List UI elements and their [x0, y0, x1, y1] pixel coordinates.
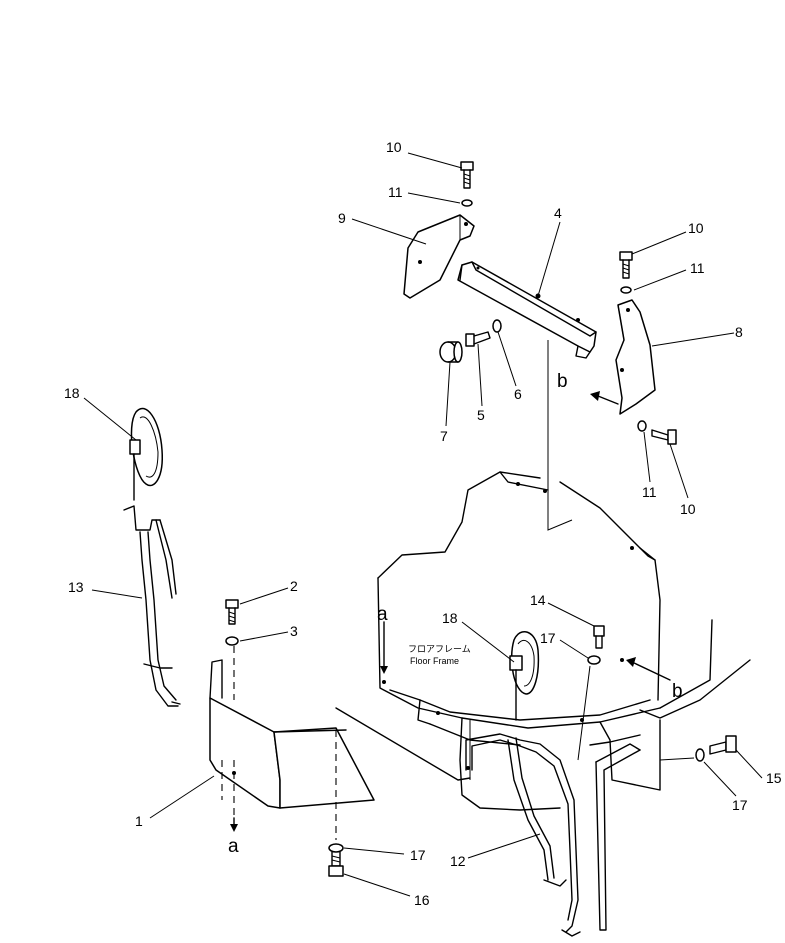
washer-3 — [225, 636, 239, 646]
callout-2: 2 — [290, 578, 298, 594]
callout-4: 4 — [554, 205, 562, 221]
callout-10: 10 — [688, 220, 704, 236]
callout-17: 17 — [732, 797, 748, 813]
callout-11: 11 — [690, 260, 705, 276]
callout-3: 3 — [290, 623, 298, 639]
washer-17-bottom — [328, 843, 344, 853]
plate-8 — [615, 299, 656, 415]
callout-14: 14 — [530, 592, 546, 608]
arrow-b-left-shaft — [597, 395, 619, 405]
callout-11: 11 — [642, 484, 657, 500]
callout-7: 7 — [440, 428, 448, 444]
callout-16: 16 — [414, 892, 430, 908]
plate-9 — [403, 214, 475, 299]
arrow-a-bottom-head — [230, 824, 238, 832]
arrow-label-a: a — [377, 604, 388, 625]
plug-7 — [439, 341, 463, 363]
callout-17: 17 — [410, 847, 426, 863]
callout-1: 1 — [135, 813, 143, 829]
callout-5: 5 — [477, 407, 485, 423]
bolt-10-right — [619, 251, 633, 279]
guide-line-14 — [577, 665, 591, 761]
floor-frame: フロアフレーム Floor Frame — [377, 471, 751, 811]
arrow-a-top-head — [380, 666, 388, 674]
mirror-18-center — [509, 630, 540, 721]
washer-17-center — [587, 655, 601, 665]
callout-6: 6 — [514, 386, 522, 402]
guide-line-15 — [659, 757, 695, 761]
washer-11-right — [620, 286, 632, 294]
stay-bracket-right — [595, 743, 641, 931]
stay-12 — [465, 733, 581, 937]
arrow-b-right-head — [626, 657, 636, 667]
mirror-18-left — [129, 407, 163, 501]
cover-1 — [209, 659, 471, 809]
arrow-label-b: b — [672, 681, 683, 702]
arrow-letters: a a b b — [228, 371, 683, 857]
callout-13: 13 — [68, 579, 84, 595]
bolt-16 — [328, 851, 344, 877]
callout-10: 10 — [386, 139, 402, 155]
washer-11-top — [461, 199, 473, 207]
bolt-15 — [709, 735, 737, 755]
bracket-4 — [457, 261, 597, 359]
bolt-10-top — [460, 161, 474, 189]
floor-frame-en-label: Floor Frame — [410, 656, 459, 666]
washer-6 — [492, 319, 502, 333]
stay-13 — [123, 505, 181, 707]
callout-18: 18 — [64, 385, 80, 401]
guide-line-bracket — [547, 340, 573, 531]
bolt-2 — [225, 599, 239, 625]
arrow-b-right-shaft — [631, 661, 671, 681]
callout-8: 8 — [735, 324, 743, 340]
washer-11-lower — [637, 420, 647, 432]
arrow-b-left-head — [590, 391, 600, 401]
arrow-label-a: a — [228, 836, 239, 857]
arrow-label-b: b — [557, 371, 568, 392]
callout-15: 15 — [766, 770, 782, 786]
bolt-5 — [465, 331, 491, 347]
callout-labels: 10 11 9 4 10 11 8 7 5 6 11 10 18 13 2 3 … — [64, 139, 782, 908]
callout-10: 10 — [680, 501, 696, 517]
leader-lines — [83, 152, 763, 897]
floor-frame-jp-label: フロアフレーム — [408, 644, 471, 654]
callout-18: 18 — [442, 610, 458, 626]
callout-11: 11 — [388, 184, 403, 200]
callout-9: 9 — [338, 210, 346, 226]
callout-12: 12 — [450, 853, 466, 869]
bolt-10-lower — [651, 429, 677, 445]
bolt-14 — [593, 625, 605, 649]
callout-17: 17 — [540, 630, 556, 646]
washer-17-right — [695, 748, 705, 762]
